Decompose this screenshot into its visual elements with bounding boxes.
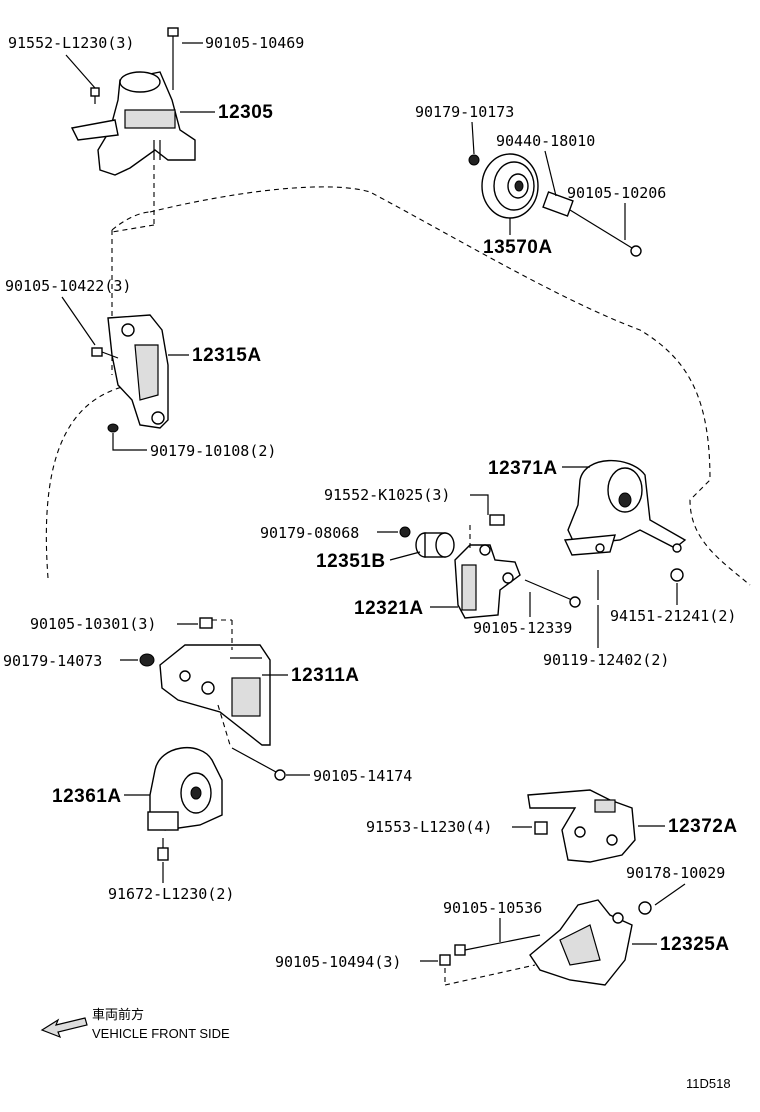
- diagram-code: 11D518: [686, 1076, 731, 1091]
- leader: [389, 551, 421, 561]
- label-90105-10422: 90105-10422(3): [5, 277, 131, 295]
- bolt-91553-L1230: [534, 821, 548, 835]
- dash-line: [217, 704, 231, 746]
- dash-line: [111, 224, 155, 233]
- part-12371A-mount: [563, 459, 687, 556]
- bolt-90105-12339: [524, 579, 581, 608]
- label-91552-L1230: 91552-L1230(3): [8, 34, 134, 52]
- label-90440-18010: 90440-18010: [496, 132, 595, 150]
- front-direction-arrow-icon: [40, 1017, 88, 1039]
- label-91672-L1230: 91672-L1230(2): [108, 885, 234, 903]
- leader: [654, 883, 686, 906]
- label-12371A: 12371A: [488, 458, 558, 479]
- part-12372A-bracket: [527, 789, 636, 863]
- nut-90178-10029: [638, 901, 652, 915]
- nut-90179-14073: [139, 653, 155, 667]
- bolt-90105-14174: [231, 747, 286, 781]
- leader: [65, 54, 96, 89]
- dash-line: [444, 964, 536, 986]
- nut-90179-08068: [399, 526, 411, 538]
- bolt-90105-10301: [199, 617, 213, 629]
- label-90105-10494: 90105-10494(3): [275, 953, 401, 971]
- engine-outline: [45, 186, 751, 586]
- label-90105-10206: 90105-10206: [567, 184, 666, 202]
- bolt-90105-10469: [167, 27, 179, 90]
- label-91553-L1230: 91553-L1230(4): [366, 818, 492, 836]
- label-12325A: 12325A: [660, 934, 730, 955]
- part-12361A-mount: [147, 746, 223, 831]
- label-12361A: 12361A: [52, 786, 122, 807]
- label-12315A: 12315A: [192, 345, 262, 366]
- leader: [544, 150, 557, 197]
- legend-japanese: 車両前方: [92, 1007, 144, 1022]
- label-90105-10301: 90105-10301(3): [30, 615, 156, 633]
- leader: [61, 296, 96, 346]
- part-12315A-bracket: [107, 314, 169, 429]
- label-13570A: 13570A: [483, 237, 553, 258]
- label-90179-08068: 90179-08068: [260, 524, 359, 542]
- label-90179-10108: 90179-10108(2): [150, 442, 276, 460]
- label-90179-10173: 90179-10173: [415, 103, 514, 121]
- part-12311A-bracket: [159, 644, 271, 746]
- label-90119-12402: 90119-12402(2): [543, 651, 669, 669]
- label-12321A: 12321A: [354, 598, 424, 619]
- bolt-90105-10494: [439, 954, 451, 966]
- label-12351B: 12351B: [316, 551, 386, 572]
- bolt-91672-L1230: [157, 838, 169, 861]
- label-12305: 12305: [218, 102, 273, 123]
- label-91552-K1025: 91552-K1025(3): [324, 486, 450, 504]
- legend-english: VEHICLE FRONT SIDE: [92, 1026, 230, 1041]
- label-90105-14174: 90105-14174: [313, 767, 412, 785]
- part-12351B-bushing: [415, 532, 455, 558]
- leader: [112, 433, 147, 451]
- bolt-91552-K1025: [489, 514, 505, 526]
- label-90105-12339: 90105-12339: [473, 619, 572, 637]
- label-90179-14073: 90179-14073: [3, 652, 102, 670]
- bolt-90105-10536: [454, 934, 541, 956]
- label-94151-21241: 94151-21241(2): [610, 607, 736, 625]
- nut-94151-21241: [670, 543, 684, 582]
- part-12321A-bracket: [454, 544, 521, 619]
- nut-90179-10108: [107, 423, 119, 433]
- label-90105-10536: 90105-10536: [443, 899, 542, 917]
- bolt-91552-L1230: [90, 87, 100, 104]
- part-12305-mount: [70, 71, 196, 176]
- label-90178-10029: 90178-10029: [626, 864, 725, 882]
- label-12311A: 12311A: [291, 665, 360, 686]
- label-12372A: 12372A: [668, 816, 738, 837]
- leader: [471, 121, 475, 155]
- part-12325A-bracket: [529, 899, 633, 986]
- leader: [470, 494, 489, 515]
- part-13570A-pulley: [468, 153, 642, 257]
- bolt-90105-10422: [91, 347, 119, 359]
- label-90105-10469: 90105-10469: [205, 34, 304, 52]
